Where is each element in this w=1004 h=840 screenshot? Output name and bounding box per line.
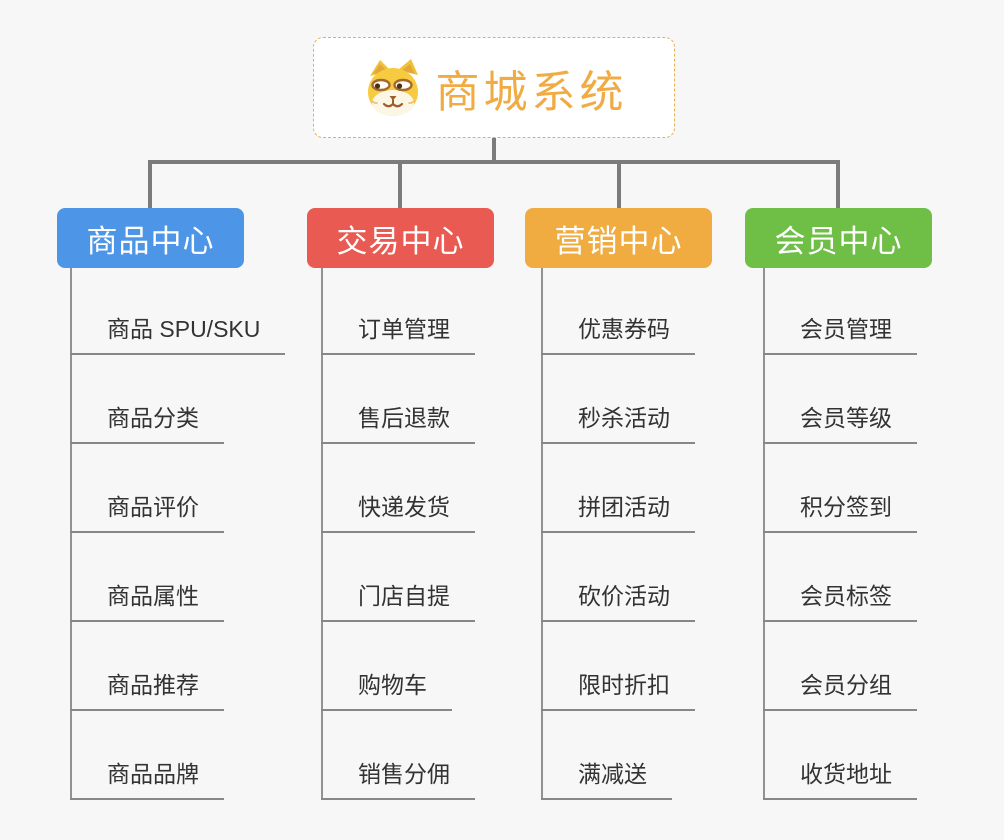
leaf-node-label[interactable]: 商品评价: [70, 489, 224, 533]
root-node-label: 商城系统: [435, 67, 628, 117]
leaf-node-label[interactable]: 秒杀活动: [541, 400, 695, 444]
tree-line: [541, 268, 543, 800]
leaf-node[interactable]: 购物车: [321, 667, 452, 711]
leaf-node-label[interactable]: 快递发货: [321, 489, 475, 533]
tree-line: [70, 268, 72, 800]
connector-drop-trade-center: [398, 162, 402, 208]
leaf-node[interactable]: 砍价活动: [541, 578, 695, 622]
leaf-node[interactable]: 商品 SPU/SKU: [70, 311, 286, 355]
leaf-node[interactable]: 销售分佣: [321, 756, 475, 800]
root-node[interactable]: 商城系统: [313, 37, 675, 138]
branch-node-product-center[interactable]: 商品中心: [57, 208, 244, 268]
connector-main-horizontal: [148, 160, 840, 164]
leaf-node[interactable]: 满减送: [541, 756, 672, 800]
leaf-node-label[interactable]: 会员分组: [763, 667, 917, 711]
leaf-node[interactable]: 商品评价: [70, 489, 224, 533]
leaf-node[interactable]: 会员分组: [763, 667, 917, 711]
leaf-node[interactable]: 积分签到: [763, 489, 917, 533]
leaf-node[interactable]: 售后退款: [321, 400, 475, 444]
branch-node-member-center[interactable]: 会员中心: [745, 208, 932, 268]
leaf-node[interactable]: 会员等级: [763, 400, 917, 444]
leaf-node-label[interactable]: 会员标签: [763, 578, 917, 622]
leaf-node-label[interactable]: 商品推荐: [70, 667, 224, 711]
leaf-node-label[interactable]: 商品品牌: [70, 756, 224, 800]
connector-drop-member-center: [836, 162, 840, 208]
leaf-node[interactable]: 优惠券码: [541, 311, 695, 355]
branch-children-product-center: 商品 SPU/SKU 商品分类 商品评价 商品属性 商品推荐 商品品牌: [70, 268, 310, 800]
leaf-node[interactable]: 收货地址: [763, 756, 917, 800]
leaf-node-label[interactable]: 订单管理: [321, 311, 475, 355]
branch-children-trade-center: 订单管理 售后退款 快递发货 门店自提 购物车 销售分佣: [321, 268, 561, 800]
leaf-node[interactable]: 商品属性: [70, 578, 224, 622]
leaf-node-label[interactable]: 限时折扣: [541, 667, 695, 711]
leaf-node-label[interactable]: 收货地址: [763, 756, 917, 800]
leaf-node[interactable]: 商品品牌: [70, 756, 224, 800]
shiba-dog-icon: [367, 58, 418, 116]
leaf-node-label[interactable]: 销售分佣: [321, 756, 475, 800]
leaf-node[interactable]: 商品推荐: [70, 667, 224, 711]
leaf-node-label[interactable]: 优惠券码: [541, 311, 695, 355]
leaf-node-label[interactable]: 满减送: [541, 756, 672, 800]
branch-node-marketing-center[interactable]: 营销中心: [525, 208, 712, 268]
leaf-node-label[interactable]: 会员管理: [763, 311, 917, 355]
branch-node-trade-center[interactable]: 交易中心: [307, 208, 494, 268]
connector-drop-product-center: [148, 162, 152, 208]
leaf-node-label[interactable]: 门店自提: [321, 578, 475, 622]
leaf-node-label[interactable]: 砍价活动: [541, 578, 695, 622]
leaf-node-label[interactable]: 拼团活动: [541, 489, 695, 533]
leaf-node[interactable]: 快递发货: [321, 489, 475, 533]
leaf-node-label[interactable]: 会员等级: [763, 400, 917, 444]
connector-drop-marketing-center: [617, 162, 621, 208]
leaf-node-label[interactable]: 购物车: [321, 667, 452, 711]
leaf-node[interactable]: 订单管理: [321, 311, 475, 355]
leaf-node[interactable]: 门店自提: [321, 578, 475, 622]
leaf-node-label[interactable]: 积分签到: [763, 489, 917, 533]
leaf-node[interactable]: 商品分类: [70, 400, 224, 444]
leaf-node[interactable]: 会员管理: [763, 311, 917, 355]
leaf-node-label[interactable]: 售后退款: [321, 400, 475, 444]
tree-line: [321, 268, 323, 800]
leaf-node[interactable]: 会员标签: [763, 578, 917, 622]
tree-line: [763, 268, 765, 800]
branch-children-marketing-center: 优惠券码 秒杀活动 拼团活动 砍价活动 限时折扣 满减送: [541, 268, 781, 800]
leaf-node-label[interactable]: 商品分类: [70, 400, 224, 444]
branch-children-member-center: 会员管理 会员等级 积分签到 会员标签 会员分组 收货地址: [763, 268, 1003, 800]
leaf-node[interactable]: 拼团活动: [541, 489, 695, 533]
connector-root-stub: [492, 137, 496, 163]
leaf-node-label[interactable]: 商品属性: [70, 578, 224, 622]
leaf-node-label[interactable]: 商品 SPU/SKU: [70, 311, 286, 355]
leaf-node[interactable]: 秒杀活动: [541, 400, 695, 444]
leaf-node[interactable]: 限时折扣: [541, 667, 695, 711]
